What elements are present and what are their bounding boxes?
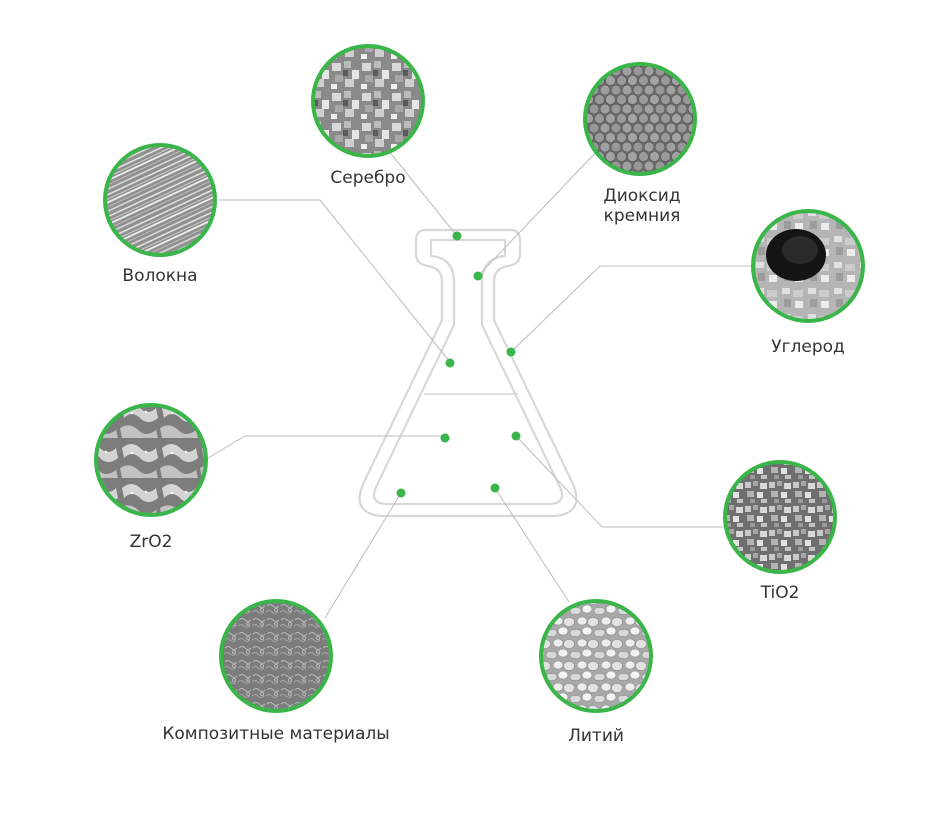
label-volokna: Волокна [122,266,198,286]
label-uglerod: Углерод [771,337,845,357]
marker-dot-dioksid [473,271,483,281]
leader-line-zro2 [207,435,445,459]
label-zro2: ZrO2 [129,532,173,552]
label-serebro: Серебро [330,168,406,188]
leader-line-uglerod [510,265,752,353]
marker-dot-tio2 [511,431,521,441]
label-dioksid: Диоксид кремния [603,186,681,226]
marker-dots [396,231,521,498]
leader-line-kompozit [324,492,402,619]
material-image-litiy [539,599,653,713]
label-litiy: Литий [568,726,624,746]
material-image-serebro [311,44,425,158]
material-image-zro2 [94,403,208,517]
material-image-tio2 [723,460,837,574]
leader-line-serebro [387,149,458,237]
leader-line-dioksid [477,147,601,277]
label-tio2: TiO2 [760,583,800,603]
marker-dot-serebro [452,231,462,241]
leader-line-volokna [218,199,451,363]
leader-line-tio2 [515,435,724,528]
material-image-uglerod [751,209,865,323]
marker-dot-zro2 [440,433,450,443]
label-kompozit: Композитные материалы [162,724,390,744]
material-image-kompozit [219,599,333,713]
marker-dot-volokna [445,358,455,368]
marker-dot-kompozit [396,488,406,498]
marker-dot-litiy [490,483,500,493]
flask-outline [358,228,578,518]
material-image-dioksid [583,62,697,176]
material-image-volokna [103,143,217,257]
leader-lines [207,147,752,619]
leader-line-litiy [494,487,570,603]
marker-dot-uglerod [506,347,516,357]
